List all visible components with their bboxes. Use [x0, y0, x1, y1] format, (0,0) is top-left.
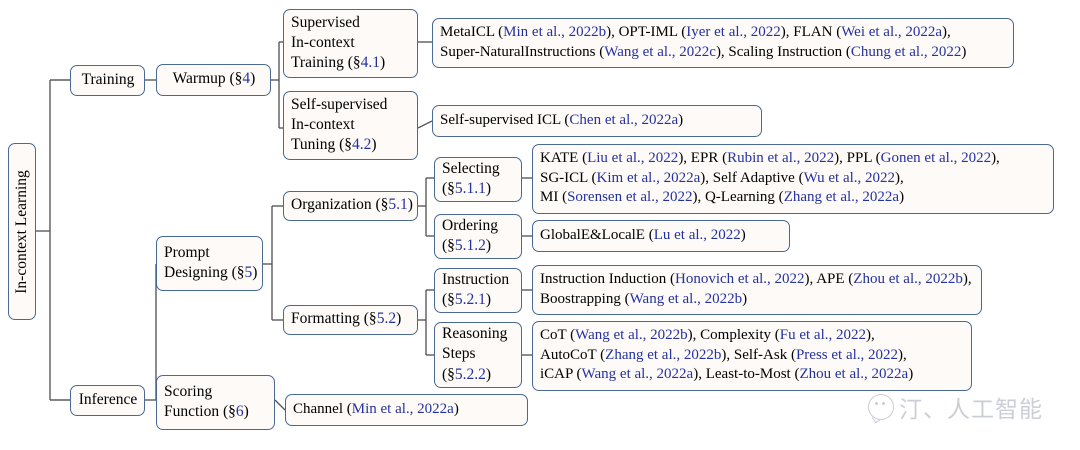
- node-reasoning-line-3: (§5.2.2): [442, 365, 492, 383]
- node-supervised-ict-line-2: In-context: [291, 33, 355, 51]
- node-instruction-line-2: (§5.2.1): [442, 291, 492, 308]
- node-warmup[interactable]: Warmup (§4): [156, 64, 271, 96]
- node-instruction[interactable]: Instruction (§5.2.1): [434, 268, 522, 313]
- node-supervised-in-context-training[interactable]: Supervised In-context Training (§4.1): [283, 9, 418, 78]
- node-ordering-line-1: Ordering: [442, 216, 498, 234]
- node-selfsup-ict-line-1: Self-supervised: [291, 95, 388, 113]
- leaf-reasoning-line-3: iCAP (Wang et al., 2022a), Least-to-Most…: [540, 366, 914, 383]
- watermark-text: 汀、人工智能: [899, 397, 1043, 423]
- node-selecting-line-1: Selecting: [442, 159, 500, 177]
- node-inference-label: Inference: [78, 390, 138, 408]
- node-root-in-context-learning[interactable]: In-context Learning: [8, 143, 36, 320]
- node-prompt-designing-line-2: Designing (§5): [164, 264, 258, 281]
- leaf-ordering-line-1: GlobalE&LocalE (Lu et al., 2022): [540, 226, 746, 243]
- node-reasoning-steps[interactable]: Reasoning Steps (§5.2.2): [434, 322, 522, 388]
- leaf-instruction-line-2: Boostrapping (Wang et al., 2022b): [540, 290, 748, 307]
- leaf-selecting-line-1: KATE (Liu et al., 2022), EPR (Rubin et a…: [540, 150, 1000, 167]
- node-ordering-line-2: (§5.1.2): [442, 237, 492, 254]
- leaf-selecting-line-2: SG-ICL (Kim et al., 2022a), Self Adaptiv…: [540, 169, 904, 186]
- node-scoring-function-line-2: Function (§6): [164, 403, 249, 420]
- node-instruction-line-1: Instruction: [442, 270, 510, 288]
- node-training[interactable]: Training: [70, 65, 145, 96]
- node-reasoning-line-2: Steps: [442, 345, 476, 363]
- leaf-ordering-methods[interactable]: GlobalE&LocalE (Lu et al., 2022): [532, 220, 790, 252]
- leaf-supervised-ict-methods[interactable]: MetaICL (Min et al., 2022b), OPT-IML (Iy…: [432, 18, 1014, 68]
- wechat-icon: [868, 394, 894, 424]
- node-organization[interactable]: Organization (§5.1): [283, 191, 418, 221]
- node-selfsup-ict-line-3: Tuning (§4.2): [291, 136, 377, 154]
- node-organization-label: Organization (§5.1): [291, 196, 413, 214]
- leaf-supervised-ict-line-2: Super-NaturalInstructions (Wang et al., …: [440, 43, 967, 60]
- node-selfsup-ict-line-2: In-context: [291, 115, 355, 133]
- leaf-supervised-ict-line-1: MetaICL (Min et al., 2022b), OPT-IML (Iy…: [440, 24, 951, 40]
- leaf-self-supervised-icl[interactable]: Self-supervised ICL (Chen et al., 2022a): [432, 105, 762, 137]
- node-formatting-label: Formatting (§5.2): [291, 310, 402, 328]
- node-scoring-function-line-1: Scoring: [164, 382, 213, 400]
- node-formatting[interactable]: Formatting (§5.2): [283, 305, 418, 335]
- leaf-selecting-line-3: MI (Sorensen et al., 2022), Q-Learning (…: [540, 189, 905, 206]
- leaf-instruction-methods[interactable]: Instruction Induction (Honovich et al., …: [532, 265, 982, 315]
- node-reasoning-line-1: Reasoning: [442, 325, 508, 343]
- node-selecting-line-2: (§5.1.1): [442, 180, 492, 197]
- node-ordering[interactable]: Ordering (§5.1.2): [434, 214, 522, 259]
- leaf-reasoning-methods[interactable]: CoT (Wang et al., 2022b), Complexity (Fu…: [532, 321, 972, 391]
- leaf-channel-line-1: Channel (Min et al., 2022a): [293, 400, 459, 417]
- leaf-channel-method[interactable]: Channel (Min et al., 2022a): [285, 394, 528, 426]
- node-training-label: Training: [81, 70, 135, 88]
- node-scoring-function[interactable]: Scoring Function (§6): [156, 375, 275, 430]
- watermark: 汀、人工智能: [868, 390, 1043, 424]
- node-root-label: In-context Learning: [13, 169, 31, 294]
- leaf-instruction-line-1: Instruction Induction (Honovich et al., …: [540, 271, 972, 287]
- leaf-selecting-methods[interactable]: KATE (Liu et al., 2022), EPR (Rubin et a…: [532, 144, 1054, 214]
- leaf-self-supervised-icl-line-1: Self-supervised ICL (Chen et al., 2022a): [440, 111, 684, 128]
- node-selecting[interactable]: Selecting (§5.1.1): [434, 157, 522, 202]
- node-inference[interactable]: Inference: [70, 385, 145, 416]
- node-prompt-designing-line-1: Prompt: [164, 243, 210, 261]
- node-supervised-ict-line-1: Supervised: [291, 13, 360, 31]
- node-warmup-label: Warmup (§4): [172, 70, 256, 88]
- leaf-reasoning-line-1: CoT (Wang et al., 2022b), Complexity (Fu…: [540, 327, 875, 344]
- leaf-reasoning-line-2: AutoCoT (Zhang et al., 2022b), Self-Ask …: [540, 346, 907, 363]
- node-self-supervised-in-context-tuning[interactable]: Self-supervised In-context Tuning (§4.2): [283, 91, 418, 160]
- node-prompt-designing[interactable]: Prompt Designing (§5): [156, 236, 263, 291]
- node-supervised-ict-line-3: Training (§4.1): [291, 54, 386, 72]
